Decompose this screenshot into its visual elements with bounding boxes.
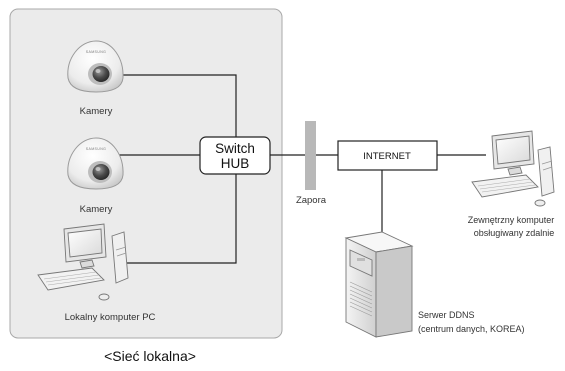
local-pc (37, 223, 129, 301)
firewall (305, 121, 316, 190)
switch-hub: Switch HUB (199, 136, 271, 175)
camera-top: SAMSUNG (67, 40, 124, 93)
lan-caption: <Sieć lokalna> (104, 348, 196, 364)
switch-hub-line2: HUB (221, 156, 250, 171)
camera-bottom: SAMSUNG (67, 137, 124, 190)
camera-brand-logo: SAMSUNG (86, 147, 107, 151)
camera-bottom-label: Kamery (80, 204, 113, 215)
firewall-label: Zapora (296, 195, 327, 206)
ddns-server (344, 231, 414, 338)
camera-brand-logo: SAMSUNG (86, 50, 107, 54)
switch-hub-line1: Switch (215, 141, 255, 156)
camera-top-label: Kamery (80, 106, 113, 117)
internet-box: INTERNET (337, 140, 438, 171)
local-pc-label: Lokalny komputer PC (65, 312, 156, 323)
remote-pc-label-line1: Zewnętrzny komputer (468, 215, 555, 225)
internet-label: INTERNET (363, 151, 411, 162)
remote-pc-label-line2: obsługiwany zdalnie (474, 228, 555, 238)
remote-pc (471, 130, 555, 207)
ddns-server-label-line1: Serwer DDNS (418, 310, 475, 320)
ddns-server-label-line2: (centrum danych, KOREA) (418, 324, 525, 334)
